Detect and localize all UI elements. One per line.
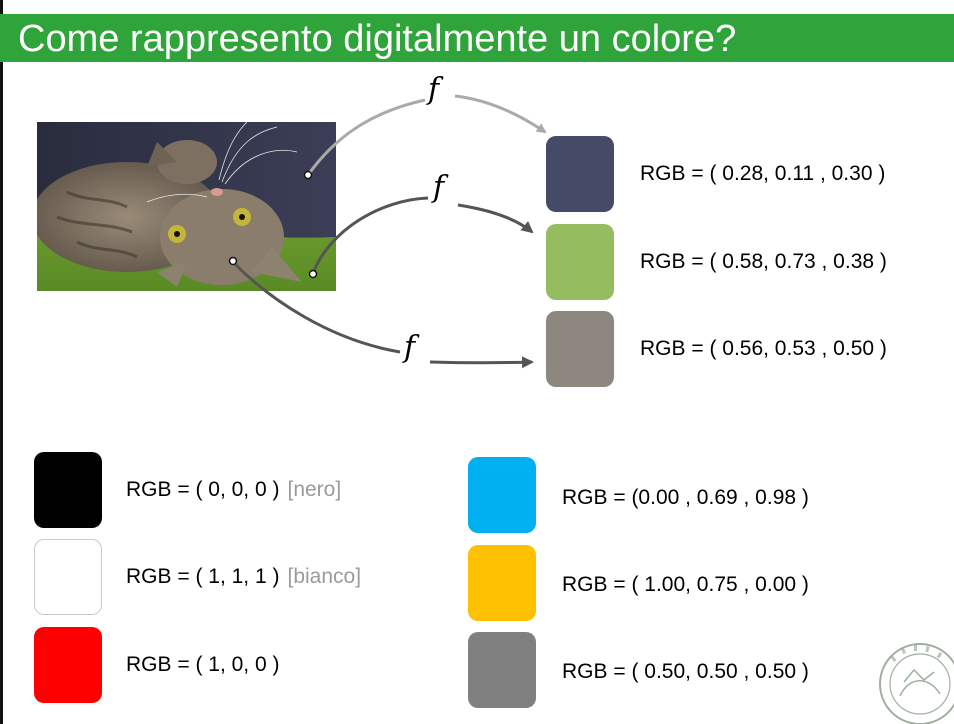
label-white: RGB = ( 1, 1, 1 )[bianco] (126, 565, 362, 588)
swatch-yellow (468, 545, 536, 621)
mapped-swatch-1 (546, 136, 614, 212)
university-seal-logo (879, 643, 954, 724)
label-red: RGB = ( 1, 0, 0 ) (126, 653, 280, 676)
mapped-swatch-2 (546, 224, 614, 300)
note-nero: [nero] (287, 478, 342, 501)
function-f-top: f (428, 72, 440, 107)
swatch-gray (468, 632, 536, 708)
mapped-label-2: RGB = ( 0.58, 0.73 , 0.38 ) (640, 250, 887, 273)
title-bar: Come rappresento digitalmente un colore? (0, 14, 954, 62)
swatch-black (34, 452, 102, 528)
arrow-mid-in (311, 196, 429, 274)
label-yellow: RGB = ( 1.00, 0.75 , 0.00 ) (562, 573, 809, 596)
swatch-blue (468, 457, 536, 533)
mapped-label-1: RGB = ( 0.28, 0.11 , 0.30 ) (640, 162, 886, 185)
label-blue: RGB = (0.00 , 0.69 , 0.98 ) (562, 486, 809, 509)
swatch-white (34, 539, 102, 615)
arrow-top-in (306, 98, 426, 176)
slide-title: Come rappresento digitalmente un colore? (18, 18, 737, 60)
arrow-top-out (454, 94, 547, 134)
swatch-red (34, 627, 102, 703)
mapped-label-3: RGB = ( 0.56, 0.53 , 0.50 ) (640, 337, 887, 360)
cat-photo (37, 122, 336, 291)
arrow-bottom-out (429, 356, 534, 369)
label-gray: RGB = ( 0.50, 0.50 , 0.50 ) (562, 660, 809, 683)
function-f-middle: f (433, 170, 445, 205)
arrow-bottom-in (231, 260, 401, 354)
label-black: RGB = ( 0, 0, 0 )[nero] (126, 478, 342, 501)
mapped-swatch-3 (546, 311, 614, 387)
note-bianco: [bianco] (287, 565, 362, 588)
arrow-mid-out (457, 203, 534, 234)
function-f-bottom: f (404, 330, 416, 365)
